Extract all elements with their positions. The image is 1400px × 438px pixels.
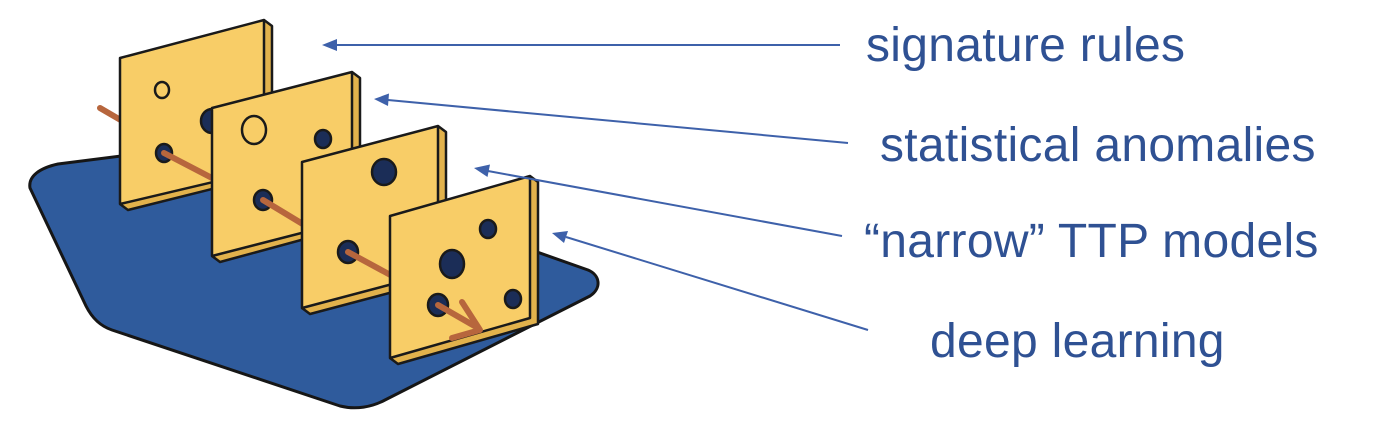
layer-label-narrow-ttp-models: “narrow” TTP models [864, 215, 1319, 268]
cheese-hole [503, 288, 523, 310]
cheese-hole [313, 128, 333, 150]
threat-path-arrow-segment [435, 302, 481, 331]
cheese-hole [438, 248, 466, 280]
connector-narrow-ttp-models [487, 170, 843, 237]
cheese-hole [240, 114, 268, 146]
cheese-hole [478, 218, 498, 240]
threat-path-arrowhead-icon [449, 299, 483, 341]
cheese-slice-deep-learning [388, 174, 540, 366]
label-connectors [322, 39, 869, 331]
connector-arrowhead-icon [474, 164, 490, 177]
layer-label-signature-rules: signature rules [866, 19, 1186, 72]
connector-arrowhead-icon [552, 231, 568, 243]
layer-label-statistical-anomalies: statistical anomalies [880, 119, 1316, 172]
cheese-hole [153, 80, 171, 100]
layer-label-deep-learning: deep learning [930, 315, 1225, 368]
threat-path-arrow-segment [161, 150, 215, 181]
connector-arrowhead-icon [374, 93, 389, 106]
connector-deep-learning [565, 236, 869, 331]
threat-path-arrow-segment [260, 197, 309, 229]
connector-statistical-anomalies [387, 99, 849, 144]
connector-arrowhead-icon [322, 39, 337, 51]
threat-path-arrow-segment [345, 249, 399, 281]
cheese-hole [370, 157, 398, 187]
